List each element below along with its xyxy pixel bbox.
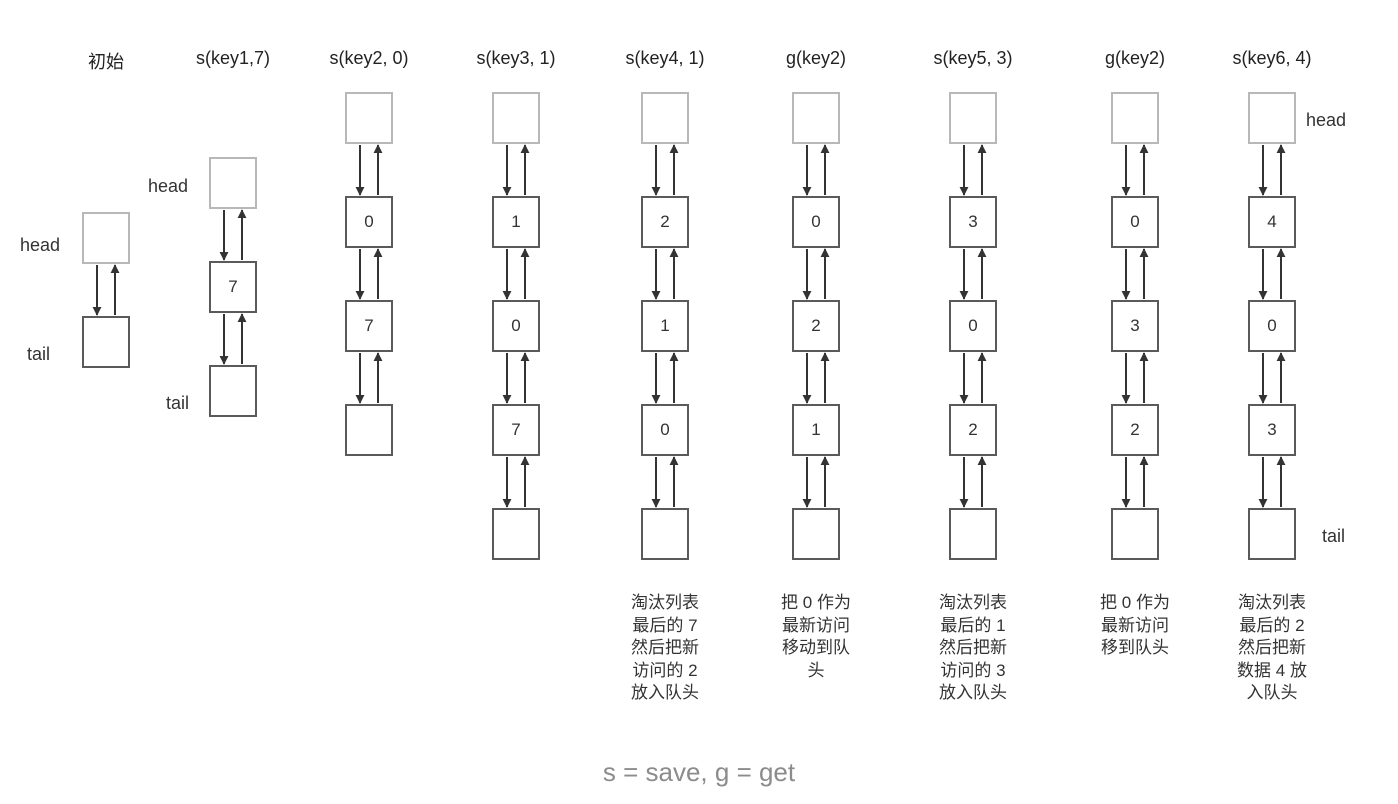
head-node — [1248, 92, 1296, 144]
step-note-line: 头 — [807, 660, 825, 680]
step-note-line: 最新访问 — [782, 615, 850, 635]
list-node: 0 — [1248, 300, 1296, 352]
head-node — [792, 92, 840, 144]
head-node — [82, 212, 130, 264]
head-node — [949, 92, 997, 144]
list-node: 7 — [492, 404, 540, 456]
list-node: 0 — [641, 404, 689, 456]
step-note-line: 入队头 — [1246, 683, 1298, 702]
list-node: 7 — [209, 261, 257, 313]
tail-node — [209, 365, 257, 417]
step-note: 把 0 作为最新访问移动到队头 — [761, 592, 871, 682]
tail-node — [792, 508, 840, 560]
list-node: 7 — [345, 300, 393, 352]
step-title: s(key4, 1) — [625, 48, 705, 68]
step-title: s(key5, 3) — [933, 48, 1013, 68]
list-node: 2 — [949, 404, 997, 456]
tail-node — [949, 508, 997, 560]
tail-node — [1111, 508, 1159, 560]
tail-label: tail — [1322, 526, 1346, 546]
step-note: 淘汰列表最后的 7 然后把新访问的 2 放入队头 — [610, 592, 720, 705]
tail-label: tail — [166, 393, 190, 413]
head-node — [492, 92, 540, 144]
step-title: s(key2, 0) — [329, 48, 409, 68]
step-note-line: 把 0 作为 — [781, 593, 851, 612]
list-node: 2 — [792, 300, 840, 352]
step-note-line: 最新访问 — [1101, 615, 1169, 635]
head-label: head — [1306, 110, 1347, 130]
tail-node — [82, 316, 130, 368]
step-note: 把 0 作为最新访问移到队头 — [1080, 592, 1190, 660]
step-note-line: 访问的 2 — [632, 660, 698, 680]
list-node: 2 — [641, 196, 689, 248]
step-note-line: 移到队头 — [1101, 638, 1169, 657]
list-node: 1 — [792, 404, 840, 456]
step-title: s(key6, 4) — [1232, 48, 1312, 68]
step-note-line: 最后的 7 — [632, 615, 698, 635]
step-note-line: 放入队头 — [939, 683, 1007, 702]
list-node: 0 — [949, 300, 997, 352]
step-note-line: 放入队头 — [631, 683, 699, 702]
head-node — [209, 157, 257, 209]
list-node: 0 — [792, 196, 840, 248]
step-note-line: 然后把新 — [1238, 638, 1306, 657]
step-note-line: 然后把新 — [631, 638, 699, 657]
step-note-line: 淘汰列表 — [631, 593, 699, 612]
step-note-line: 把 0 作为 — [1100, 593, 1170, 612]
list-node: 1 — [641, 300, 689, 352]
tail-node — [1248, 508, 1296, 560]
tail-node — [492, 508, 540, 560]
list-node: 0 — [1111, 196, 1159, 248]
list-node: 4 — [1248, 196, 1296, 248]
step-note-line: 最后的 2 — [1239, 615, 1305, 635]
step-note: 淘汰列表最后的 2 然后把新数据 4 放入队头 — [1217, 592, 1327, 705]
head-node — [345, 92, 393, 144]
head-label: head — [148, 176, 189, 196]
step-note-line: 访问的 3 — [940, 660, 1006, 680]
legend-footer: s = save, g = get — [602, 757, 796, 787]
step-note-line: 淘汰列表 — [939, 593, 1007, 612]
list-node: 2 — [1111, 404, 1159, 456]
list-node: 3 — [949, 196, 997, 248]
list-node: 1 — [492, 196, 540, 248]
list-node: 0 — [345, 196, 393, 248]
tail-node — [345, 404, 393, 456]
step-note-line: 最后的 1 — [940, 615, 1006, 635]
list-node: 3 — [1111, 300, 1159, 352]
list-node: 0 — [492, 300, 540, 352]
head-node — [641, 92, 689, 144]
step-title: g(key2) — [785, 48, 847, 68]
step-note: 淘汰列表最后的 1 然后把新访问的 3 放入队头 — [918, 592, 1028, 705]
tail-node — [641, 508, 689, 560]
step-title: s(key3, 1) — [476, 48, 556, 68]
step-title: g(key2) — [1104, 48, 1166, 68]
step-title: 初始 — [88, 52, 124, 72]
step-note-line: 数据 4 放 — [1237, 660, 1307, 680]
step-note-line: 淘汰列表 — [1238, 593, 1306, 612]
step-note-line: 然后把新 — [939, 638, 1007, 657]
step-note-line: 移动到队 — [782, 638, 850, 657]
head-node — [1111, 92, 1159, 144]
tail-label: tail — [27, 344, 51, 364]
step-title: s(key1,7) — [195, 48, 271, 68]
list-node: 3 — [1248, 404, 1296, 456]
head-label: head — [20, 235, 61, 255]
